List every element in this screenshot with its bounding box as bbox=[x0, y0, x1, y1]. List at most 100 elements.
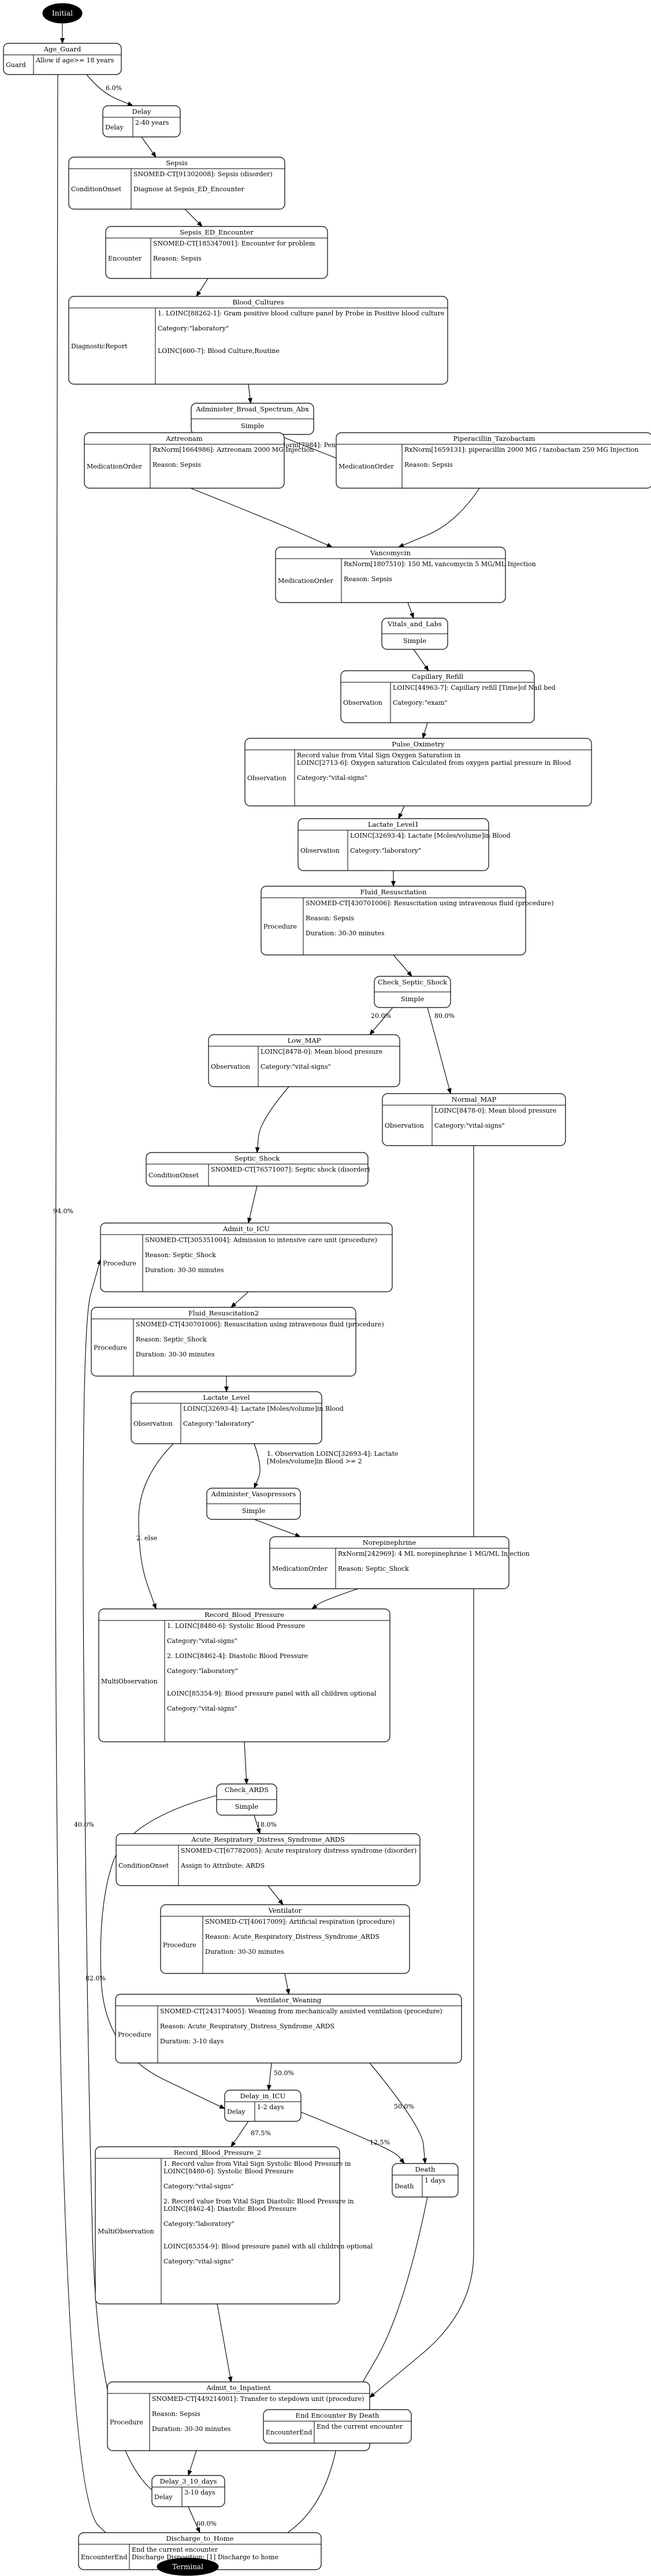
node-detail-line: SNOMED-CT[40617009]: Artificial respirat… bbox=[205, 1918, 395, 1926]
node-title: Low_MAP bbox=[288, 1036, 321, 1044]
node-detail-line: Duration: 3-10 days bbox=[160, 2038, 224, 2045]
node-title: Sepsis_ED_Encounter bbox=[180, 228, 254, 236]
node-title: Record_Blood_Pressure bbox=[204, 1611, 284, 1619]
node-title: Administer_Vasopressors bbox=[211, 1490, 296, 1498]
node-detail-line: Category:"vital-signs" bbox=[297, 774, 367, 782]
node-type-label: MedicationOrder bbox=[278, 577, 334, 585]
edge-label: 40.0% bbox=[74, 1821, 94, 1828]
node-title: Normal_MAP bbox=[452, 1095, 497, 1103]
edge-admit_inpatient-to-delay_3_10 bbox=[187, 2450, 197, 2476]
edge-aztreonam-to-vancomycin bbox=[190, 488, 333, 548]
node-detail-line: 1-2 days bbox=[257, 2103, 284, 2111]
node-detail-line: Category:"laboratory" bbox=[167, 1667, 238, 1675]
node-detail-line: LOINC[85354-9]: Blood pressure panel wit… bbox=[163, 2243, 373, 2250]
node-title: Septic_Shock bbox=[235, 1154, 280, 1162]
node-detail-line: RxNorm[242969]: 4 ML norepinephrine 1 MG… bbox=[338, 1550, 530, 1558]
node-detail-line: Reason: Sepsis bbox=[306, 915, 354, 922]
node-detail-line: Discharge Disposition: [1] Discharge to … bbox=[132, 2553, 278, 2561]
node-type-label: ConditionOnset bbox=[118, 1862, 169, 1869]
edge-low_map-to-septic_shock bbox=[255, 1086, 289, 1153]
node-piperacillin: Piperacillin_TazobactamMedicationOrderRx… bbox=[336, 432, 651, 489]
node-detail-line: LOINC[44963-7]: Capillary refill [Time]o… bbox=[393, 684, 556, 692]
edge-vasopressors-to-norepinephrine bbox=[254, 1519, 301, 1537]
node-type-label: Observation bbox=[343, 699, 382, 707]
node-lactate2: Lactate_LevelObservationLOINC[32693-4]: … bbox=[131, 1391, 344, 1444]
node-type-label: MedicationOrder bbox=[87, 463, 143, 470]
node-detail-line: RxNorm[1807510]: 150 ML vancomycin 5 MG/… bbox=[344, 560, 536, 568]
edge-label: 87.5% bbox=[251, 2129, 271, 2137]
node-title: Administer_Broad_Spectrum_Abx bbox=[195, 405, 309, 413]
node-detail-line: SNOMED-CT[449214001]: Transfer to stepdo… bbox=[152, 2395, 364, 2403]
node-detail-line: End the current encounter bbox=[317, 2423, 403, 2430]
node-detail-line: SNOMED-CT[243174005]: Weaning from mecha… bbox=[160, 2008, 442, 2015]
node-detail-line: SNOMED-CT[430701006]: Resuscitation usin… bbox=[306, 899, 554, 907]
edge-death-to-end_death bbox=[346, 2196, 428, 2410]
node-detail-line: RxNorm[1659131]: piperacillin 2000 MG / … bbox=[404, 446, 638, 454]
node-detail-line: Category:"laboratory" bbox=[158, 325, 229, 332]
node-type-label: Procedure bbox=[110, 2419, 143, 2426]
node-detail-line: Assign to Attribute: ARDS bbox=[180, 1862, 265, 1869]
node-detail-line: Category:"exam" bbox=[393, 699, 448, 707]
edge-pulse_ox-to-lactate1 bbox=[398, 805, 405, 819]
node-detail-line: Duration: 30-30 minutes bbox=[136, 1351, 215, 1358]
node-detail-line: LOINC[8462-4]: Diastolic Blood Pressure bbox=[163, 2205, 296, 2213]
edge-fluid1-to-check_shock bbox=[393, 954, 412, 977]
edge-ards-to-ventilator bbox=[267, 1885, 284, 1905]
node-detail-line: RxNorm[1664986]: Aztreonam 2000 MG Injec… bbox=[152, 446, 314, 454]
node-title: End Encounter By Death bbox=[296, 2411, 380, 2419]
edge-age_guard-to-delay bbox=[86, 74, 133, 106]
edge-delay-to-sepsis bbox=[141, 136, 157, 158]
node-septic-shock: Septic_ShockConditionOnsetSNOMED-CT[7657… bbox=[146, 1152, 370, 1187]
edge-vitals-to-capillary bbox=[413, 649, 429, 671]
node-type-label: Procedure bbox=[94, 1344, 127, 1352]
node-title: Terminal bbox=[172, 2563, 203, 2571]
edge-delay_3_10-to-discharge bbox=[188, 2506, 200, 2533]
edge-ventilator-to-weaning bbox=[284, 1973, 291, 1995]
edge-label: [Moles/volume]in Blood >= 2 bbox=[267, 1458, 362, 1465]
edge-admit_icu-to-fluid2 bbox=[230, 1291, 249, 1308]
node-title: Initial bbox=[52, 9, 73, 17]
node-title: Admit_to_ICU bbox=[222, 1225, 270, 1233]
node-type-label: Death bbox=[395, 2183, 414, 2190]
edge-check_ards-to-ards bbox=[254, 1815, 261, 1834]
edge-weaning-to-delay_icu bbox=[266, 2062, 272, 2091]
node-detail-line: Category:"vital-signs" bbox=[163, 2183, 234, 2190]
node-type-label: MultiObservation bbox=[98, 2228, 154, 2235]
node-type-label: Procedure bbox=[118, 2031, 151, 2039]
edge-label: 12.5% bbox=[370, 2139, 390, 2146]
edge-lactate2-to-record_bp bbox=[138, 1443, 174, 1609]
node-detail-line: LOINC[8478-0]: Mean blood pressure bbox=[434, 1107, 556, 1114]
edge-check_shock-to-normal_map bbox=[427, 1007, 452, 1094]
node-type-label: Observation bbox=[385, 1122, 424, 1129]
node-detail-line: Category:"vital-signs" bbox=[261, 1063, 331, 1070]
node-record-bp: Record_Blood_PressureMultiObservation1. … bbox=[98, 1608, 390, 1742]
node-title: Delay_3_10_days bbox=[160, 2477, 217, 2485]
edge-delay_icu-to-death bbox=[300, 2112, 405, 2164]
node-title: Norepinephrine bbox=[363, 1538, 416, 1547]
node-type-label: DiagnosticReport bbox=[71, 343, 128, 350]
node-type-label: Delay bbox=[105, 124, 124, 131]
edge-label: 18.0% bbox=[256, 1821, 277, 1828]
node-detail-line: Reason: Septic_Shock bbox=[338, 1565, 409, 1573]
edge-label: 82.0% bbox=[85, 1975, 106, 1982]
node-detail-line: 1. LOINC[8480-6]: Systolic Blood Pressur… bbox=[167, 1622, 305, 1630]
node-norepinephrine: NorepinephrineMedicationOrderRxNorm[2429… bbox=[269, 1536, 530, 1589]
node-title: Discharge_to_Home bbox=[166, 2534, 234, 2542]
node-detail-line: Reason: Sepsis bbox=[152, 2410, 200, 2418]
node-record-bp2: Record_Blood_Pressure_2MultiObservation1… bbox=[95, 2146, 373, 2304]
node-title: Delay_in_ICU bbox=[240, 2092, 286, 2100]
edge-label: 80.0% bbox=[434, 1012, 455, 1020]
node-detail-line: SNOMED-CT[76571007]: Septic shock (disor… bbox=[211, 1166, 370, 1173]
edge-label: 2. else bbox=[136, 1534, 157, 1542]
node-detail-line: Category:"vital-signs" bbox=[163, 2258, 234, 2265]
edge-label: 1. Observation LOINC[32693-4]: Lactate bbox=[267, 1450, 399, 1458]
node-title: Lactate_Level bbox=[203, 1393, 250, 1402]
node-detail-line: LOINC[2713-6]: Oxygen saturation Calcula… bbox=[297, 759, 571, 767]
node-detail-line: Diagnose at Sepsis_ED_Encounter bbox=[133, 185, 245, 193]
